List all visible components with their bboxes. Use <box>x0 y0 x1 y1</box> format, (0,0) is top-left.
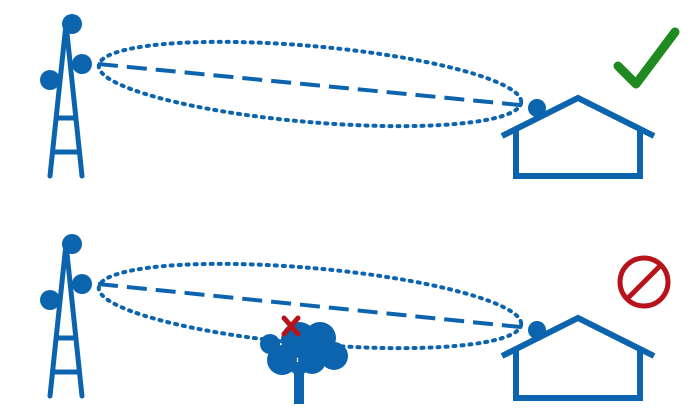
line-of-sight-dashed-line <box>97 62 531 108</box>
receiver-dish <box>528 99 546 117</box>
tower-antenna <box>72 54 92 74</box>
x-mark-icon <box>281 315 301 337</box>
scenario-blocked <box>40 234 671 404</box>
checkmark-icon <box>613 27 680 89</box>
tower-antenna <box>62 14 82 34</box>
tree-icon <box>260 322 348 404</box>
cell-tower-icon <box>40 14 92 179</box>
tower-antenna <box>72 274 92 294</box>
cell-tower-icon <box>40 234 92 399</box>
tower-antenna <box>40 70 60 90</box>
house-roof <box>500 94 656 139</box>
tree-foliage <box>320 342 348 370</box>
tower-antenna <box>62 234 82 254</box>
house-walls <box>513 128 643 179</box>
house-icon <box>500 314 656 401</box>
tree-foliage <box>298 346 326 374</box>
fresnel-zone-ellipse <box>96 261 524 351</box>
scenario-clear <box>40 14 680 179</box>
tree-foliage <box>260 334 280 354</box>
house-walls <box>513 348 643 401</box>
house-roof <box>500 314 656 359</box>
tower-antenna <box>40 290 60 310</box>
no-entry-icon <box>617 255 671 309</box>
house-icon <box>500 94 656 179</box>
line-of-sight-dashed-line <box>97 282 531 330</box>
tree-trunk <box>294 362 304 404</box>
